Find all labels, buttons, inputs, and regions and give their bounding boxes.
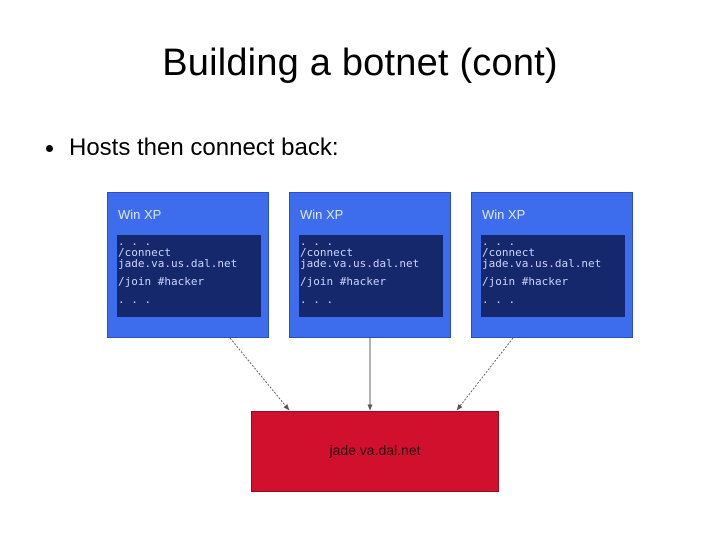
terminal-line: . . . (300, 235, 334, 248)
terminal-line: . . . (118, 235, 152, 248)
host-box-2: Win XP . . . /connect jade.va.us.dal.net… (289, 192, 451, 338)
terminal-line: /connect (118, 246, 171, 259)
terminal-line: /join #hacker (482, 275, 569, 288)
terminal-line: /connect (300, 246, 353, 259)
irc-server-box: jade.va.dal.net (251, 411, 499, 492)
arrow-host3-to-server (456, 337, 514, 411)
terminal-line: jade.va.us.dal.net (482, 257, 602, 270)
bullet-dot-icon (46, 144, 53, 152)
terminal-line: jade.va.us.dal.net (118, 257, 238, 270)
slide-title: Building a botnet (cont) (162, 42, 558, 84)
terminal-line: . . . (482, 293, 516, 306)
terminal-line: . . . (118, 293, 152, 306)
arrow-host1-to-server (229, 337, 290, 411)
host-terminal: . . . /connect jade.va.us.dal.net /join … (481, 235, 625, 317)
bullet-item: Hosts then connect back: (46, 134, 338, 162)
server-label: jade.va.dal.net (329, 442, 421, 458)
bullet-text: Hosts then connect back: (69, 134, 339, 161)
terminal-line: jade.va.us.dal.net (300, 257, 420, 270)
host-box-3: Win XP . . . /connect jade.va.us.dal.net… (471, 192, 633, 338)
host-label: Win XP (300, 207, 344, 222)
terminal-line: /join #hacker (300, 275, 387, 288)
host-terminal: . . . /connect jade.va.us.dal.net /join … (299, 235, 443, 317)
terminal-line: . . . (482, 235, 516, 248)
terminal-line: /join #hacker (118, 275, 205, 288)
terminal-line: /connect (482, 246, 535, 259)
host-box-1: Win XP . . . /connect jade.va.us.dal.net… (107, 192, 269, 338)
host-terminal: . . . /connect jade.va.us.dal.net /join … (117, 235, 261, 317)
host-label: Win XP (482, 207, 526, 222)
terminal-line: . . . (300, 293, 334, 306)
host-label: Win XP (118, 207, 162, 222)
